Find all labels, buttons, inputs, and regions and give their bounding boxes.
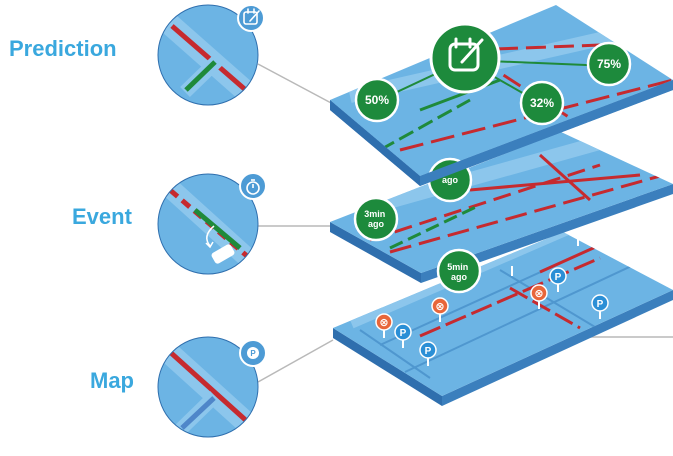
- prediction-bubble: 50%: [354, 77, 400, 123]
- prediction-center-bubble: [429, 22, 501, 94]
- event-bubble-label: 5min: [447, 262, 468, 272]
- road-closed-icon: ⊗: [379, 316, 388, 329]
- prediction-zoom-circle: [157, 4, 265, 106]
- road-closed-marker: ⊗: [530, 284, 548, 309]
- prediction-bubble-label: 32%: [530, 96, 554, 110]
- prediction-bubble-label: 75%: [597, 57, 621, 71]
- parking-marker-label: P: [555, 272, 562, 283]
- map-markers: P P P P ⊗ ⊗ ⊗: [375, 267, 609, 366]
- parking-marker-label: P: [597, 299, 604, 310]
- event-plate: [330, 132, 673, 283]
- road-closed-icon: ⊗: [534, 287, 543, 300]
- parking-pin-label: P: [250, 349, 256, 358]
- parking-marker: P: [549, 267, 567, 292]
- event-bubble: 3min ago: [353, 196, 399, 242]
- calendar-edit-icon: [243, 8, 260, 25]
- parking-marker: P: [394, 323, 412, 348]
- connector-lines: [257, 63, 673, 383]
- event-bubble-label: 3min: [364, 209, 385, 219]
- road-closed-icon: ⊗: [435, 300, 444, 313]
- parking-marker-label: P: [425, 346, 432, 357]
- parking-marker-label: P: [400, 328, 407, 339]
- event-bubble: 5min ago: [436, 248, 482, 294]
- prediction-bubble: 75%: [586, 41, 632, 87]
- road-closed-marker: ⊗: [375, 313, 393, 338]
- map-label: Map: [90, 368, 134, 393]
- parking-pin-icon: P: [247, 347, 259, 359]
- map-zoom-circle: P: [157, 336, 267, 438]
- stopwatch-icon: [246, 179, 260, 195]
- prediction-bubble: 32%: [519, 80, 565, 126]
- svg-text:3min ago: 3min ago: [364, 209, 388, 229]
- parking-marker: P: [591, 294, 609, 319]
- event-bubble-label: ago: [442, 175, 459, 185]
- parking-marker: P: [419, 341, 437, 366]
- prediction-bubble-label: 50%: [365, 93, 389, 107]
- svg-text:5min ago: 5min ago: [447, 262, 471, 282]
- calendar-edit-icon: [448, 37, 484, 72]
- event-zoom-circle: [157, 172, 267, 275]
- event-label: Event: [72, 204, 132, 229]
- prediction-label: Prediction: [9, 36, 117, 61]
- road-closed-marker: ⊗: [431, 297, 449, 322]
